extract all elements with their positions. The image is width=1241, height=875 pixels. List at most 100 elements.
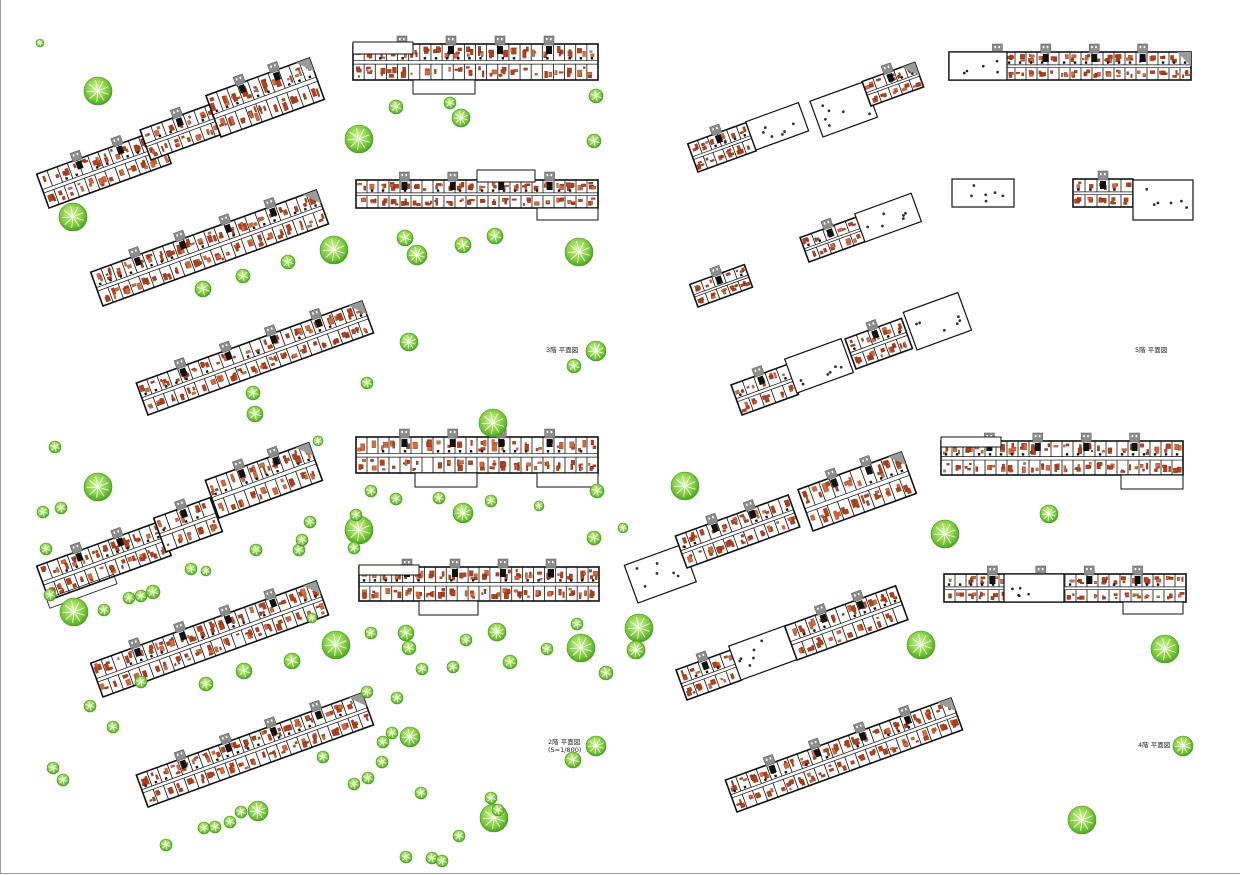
furniture-icon bbox=[88, 177, 94, 185]
furniture-icon bbox=[736, 802, 742, 807]
furniture-icon bbox=[52, 196, 57, 202]
furniture-icon bbox=[692, 691, 696, 694]
furniture-icon bbox=[285, 724, 291, 729]
tree-symbol-icon bbox=[347, 541, 361, 555]
furniture-icon bbox=[1172, 75, 1177, 78]
furniture-icon bbox=[357, 75, 360, 78]
furniture-icon bbox=[515, 569, 518, 573]
wing-outline bbox=[674, 493, 801, 570]
stair-core-icon bbox=[762, 754, 776, 767]
furniture-icon bbox=[69, 191, 74, 197]
furniture-icon bbox=[207, 231, 212, 235]
furniture-icon bbox=[1165, 575, 1169, 581]
furniture-icon bbox=[127, 556, 133, 563]
furniture-icon bbox=[768, 374, 773, 378]
furniture-icon bbox=[295, 612, 301, 620]
furniture-icon bbox=[160, 549, 165, 555]
roof-area bbox=[744, 101, 810, 151]
furniture-icon bbox=[725, 272, 731, 277]
furniture-icon bbox=[363, 185, 366, 191]
furniture-icon bbox=[709, 279, 713, 284]
furniture-icon bbox=[383, 198, 388, 203]
stair-core-icon bbox=[173, 229, 187, 243]
roof-area bbox=[727, 624, 801, 681]
furniture-icon bbox=[457, 459, 460, 467]
furniture-icon bbox=[380, 67, 386, 74]
furniture-icon bbox=[407, 588, 412, 592]
furniture-icon bbox=[1098, 198, 1104, 203]
furniture-icon bbox=[126, 264, 132, 269]
furniture-icon bbox=[1072, 593, 1075, 596]
furniture-icon bbox=[533, 185, 539, 189]
furniture-icon bbox=[304, 324, 312, 332]
tree-symbol-icon bbox=[415, 662, 429, 676]
furniture-icon bbox=[362, 589, 367, 593]
furniture-icon bbox=[504, 198, 509, 201]
furniture-icon bbox=[122, 674, 128, 679]
furniture-icon bbox=[579, 467, 583, 470]
furniture-icon bbox=[293, 328, 300, 336]
tree-symbol-icon bbox=[360, 685, 374, 699]
furniture-icon bbox=[64, 167, 70, 175]
furniture-icon bbox=[360, 443, 365, 451]
furniture-icon bbox=[867, 626, 873, 630]
furniture-icon bbox=[808, 621, 814, 630]
tree-symbol-icon bbox=[586, 530, 602, 546]
furniture-icon bbox=[1089, 184, 1094, 189]
furniture-icon bbox=[1097, 72, 1101, 77]
furniture-icon bbox=[302, 92, 308, 100]
furniture-icon bbox=[578, 199, 583, 202]
building-wing bbox=[943, 565, 1187, 603]
furniture-icon bbox=[886, 461, 890, 465]
stair-core-icon bbox=[807, 737, 821, 751]
plan-3f bbox=[35, 35, 599, 417]
furniture-icon bbox=[866, 337, 871, 343]
furniture-icon bbox=[103, 153, 107, 158]
furniture-icon bbox=[101, 175, 108, 183]
furniture-icon bbox=[149, 160, 156, 168]
furniture-icon bbox=[283, 455, 289, 464]
tree-symbol-icon bbox=[1150, 634, 1180, 664]
furniture-icon bbox=[394, 575, 399, 580]
furniture-icon bbox=[158, 645, 165, 652]
furniture-icon bbox=[225, 251, 230, 256]
furniture-icon bbox=[206, 128, 210, 134]
furniture-icon bbox=[364, 714, 369, 722]
tree-symbol-icon bbox=[389, 492, 403, 506]
furniture-icon bbox=[216, 375, 221, 382]
tree-symbol-icon bbox=[280, 254, 296, 270]
furniture-icon bbox=[588, 182, 594, 185]
furniture-icon bbox=[1154, 468, 1158, 472]
tree-symbol-icon bbox=[906, 630, 936, 660]
furniture-icon bbox=[889, 746, 895, 751]
furniture-icon bbox=[248, 467, 254, 473]
furniture-icon bbox=[837, 639, 842, 643]
furniture-icon bbox=[511, 198, 517, 201]
furniture-icon bbox=[558, 588, 562, 596]
furniture-icon bbox=[170, 394, 175, 401]
furniture-icon bbox=[987, 465, 991, 471]
tree-symbol-icon bbox=[39, 542, 53, 556]
furniture-icon bbox=[280, 478, 285, 483]
furniture-icon bbox=[980, 450, 984, 454]
furniture-icon bbox=[258, 632, 263, 637]
furniture-icon bbox=[1142, 73, 1146, 77]
furniture-icon bbox=[904, 82, 910, 89]
furniture-icon bbox=[818, 772, 822, 776]
furniture-icon bbox=[203, 752, 209, 759]
furniture-icon bbox=[577, 48, 582, 54]
furniture-icon bbox=[705, 284, 710, 288]
furniture-icon bbox=[318, 218, 324, 223]
furniture-icon bbox=[84, 554, 89, 561]
furniture-icon bbox=[281, 744, 289, 752]
furniture-icon bbox=[267, 344, 274, 350]
furniture-icon bbox=[267, 624, 273, 632]
furniture-icon bbox=[263, 729, 268, 733]
furniture-icon bbox=[438, 592, 442, 599]
furniture-icon bbox=[1175, 70, 1178, 74]
furniture-icon bbox=[151, 149, 156, 155]
furniture-icon bbox=[236, 633, 240, 636]
furniture-icon bbox=[267, 733, 273, 741]
furniture-icon bbox=[514, 576, 520, 580]
furniture-icon bbox=[315, 605, 321, 609]
